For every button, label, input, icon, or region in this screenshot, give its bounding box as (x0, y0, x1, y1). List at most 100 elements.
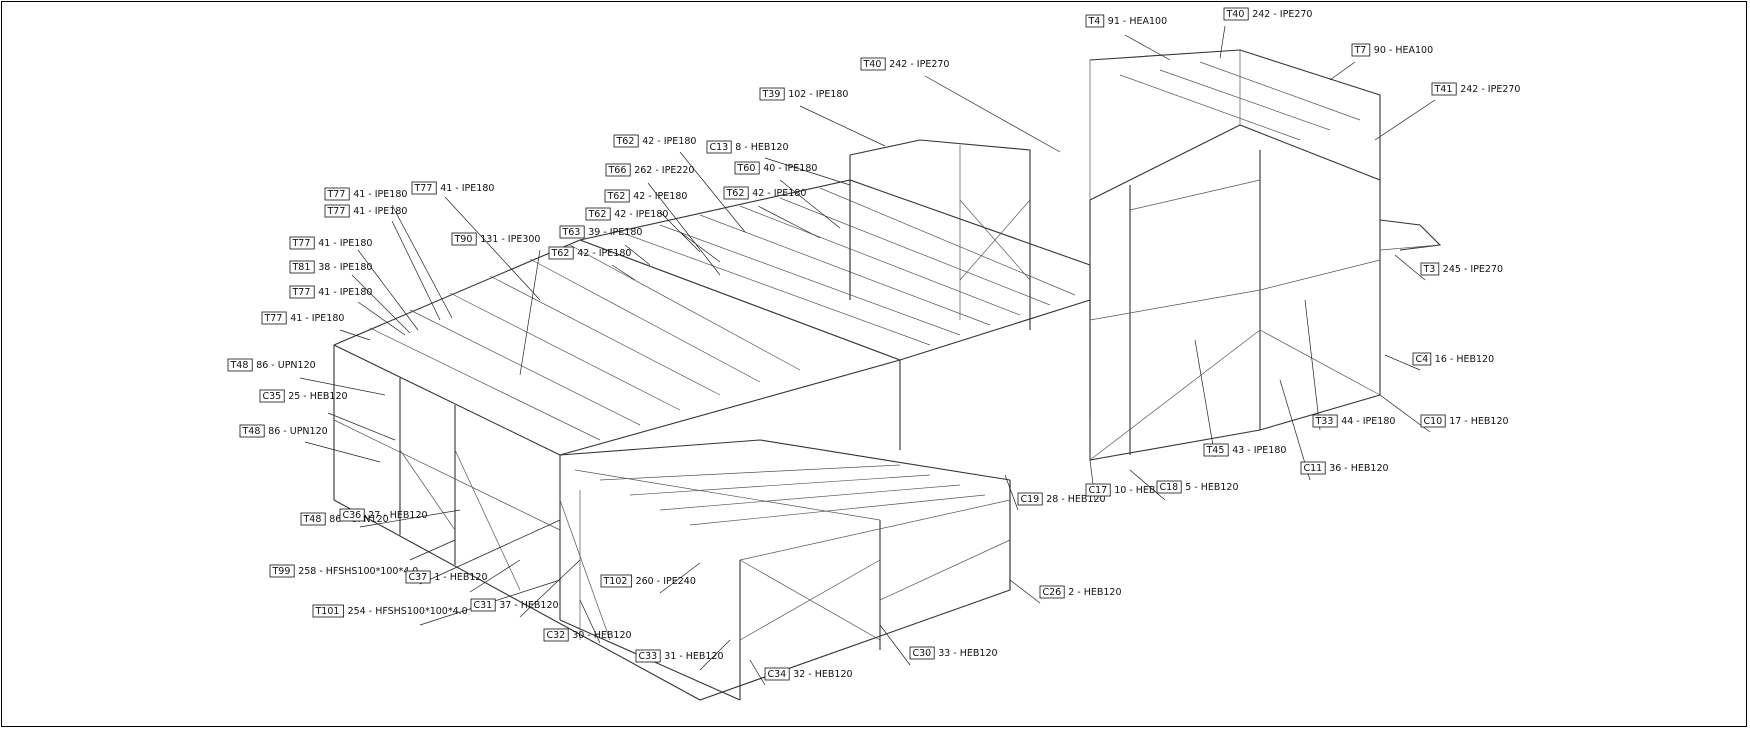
callout-text: 27 - HEB120 (368, 510, 427, 521)
callout-text: 254 - HFSHS100*100*4.0 (348, 606, 468, 617)
callout-code: T48 (303, 514, 322, 525)
callout-code-box (312, 604, 345, 618)
callout-code-box (227, 358, 253, 372)
callout-code-box (1156, 480, 1182, 494)
callout-code: T48 (242, 426, 261, 437)
callout-text: 37 - HEB120 (499, 600, 558, 611)
callout-text: 1 - HEB120 (434, 572, 487, 583)
callout-code-box (339, 508, 365, 522)
callout-code: C18 (1160, 482, 1179, 493)
callout-code: T66 (608, 165, 627, 176)
callout-code-box (261, 311, 287, 325)
callout-text: 42 - IPE180 (752, 188, 806, 199)
callout-text: 245 - IPE270 (1443, 264, 1503, 275)
callout-text: 16 - HEB120 (1435, 354, 1494, 365)
callout-text: 41 - IPE180 (440, 183, 494, 194)
callout-code-box (324, 204, 350, 218)
callout-code: T77 (414, 183, 433, 194)
callout-code-box (543, 628, 569, 642)
callout-code: C36 (343, 510, 362, 521)
callout-code: C34 (768, 669, 787, 680)
callout-text: 38 - IPE180 (318, 262, 372, 273)
callout-text: 39 - IPE180 (588, 227, 642, 238)
callout-code: C30 (913, 648, 932, 659)
callout-code-box (289, 236, 315, 250)
callout-code: T63 (562, 227, 581, 238)
callout-text: 25 - HEB120 (288, 391, 347, 402)
callout-code: C19 (1021, 494, 1040, 505)
callout-label: T77 41 - IPE180 (411, 181, 494, 195)
callout-text: 86 - UPN120 (268, 426, 327, 437)
callout-code: C13 (710, 142, 729, 153)
callout-code: T99 (272, 566, 291, 577)
callout-code-box (1412, 352, 1432, 366)
callout-text: 2 - HEB120 (1068, 587, 1121, 598)
callout-text: 10 - HEB120 (1114, 485, 1173, 496)
callout-label: T66 262 - IPE220 (605, 163, 694, 177)
callout-code-box (860, 57, 886, 71)
callout-text: 260 - IPE240 (636, 576, 696, 587)
callout-code-box (1223, 7, 1249, 21)
callout-text: 42 - IPE180 (633, 191, 687, 202)
callout-text: 31 - HEB120 (664, 651, 723, 662)
callout-label: C26 2 - HEB120 (1039, 585, 1122, 599)
callout-code-box (605, 163, 631, 177)
callout-code: C26 (1043, 587, 1062, 598)
callout-text: 262 - IPE220 (634, 165, 694, 176)
callout-text: 86 - UPN120 (256, 360, 315, 371)
callout-code: T101 (315, 606, 340, 617)
callout-code-box (759, 87, 785, 101)
callout-code-box (269, 564, 295, 578)
callout-text: 41 - IPE180 (353, 206, 407, 217)
callout-label: C31 37 - HEB120 (470, 598, 559, 612)
callout-code: T41 (1434, 84, 1453, 95)
callout-text: 42 - IPE180 (614, 209, 668, 220)
callout-text: 242 - IPE270 (889, 59, 949, 70)
callout-code-box (548, 246, 574, 260)
callout-code-box (259, 389, 285, 403)
callout-code-box (635, 649, 661, 663)
callout-text: 5 - HEB120 (1185, 482, 1238, 493)
callout-code-box (734, 161, 760, 175)
callout-text: 258 - HFSHS100*100*4.0 (298, 566, 418, 577)
callout-code: C31 (474, 600, 493, 611)
callout-code-box (1431, 82, 1457, 96)
callout-code-box (723, 186, 749, 200)
callout-text: 41 - IPE180 (290, 313, 344, 324)
callout-code: C11 (1304, 463, 1323, 474)
callout-label: T99 258 - HFSHS100*100*4.0 (269, 564, 418, 578)
callout-text: 43 - IPE180 (1232, 445, 1286, 456)
callout-code: T40 (863, 59, 882, 70)
callout-code-box (300, 512, 326, 526)
callout-text: 41 - IPE180 (318, 238, 372, 249)
callout-label: T101 254 - HFSHS100*100*4.0 (312, 604, 468, 618)
callout-code-box (1420, 414, 1446, 428)
callout-code: T33 (1315, 416, 1334, 427)
callout-label: T48 86 - UPN120 (239, 424, 328, 438)
callout-code: T40 (1226, 9, 1245, 20)
callout-code-box (405, 570, 431, 584)
